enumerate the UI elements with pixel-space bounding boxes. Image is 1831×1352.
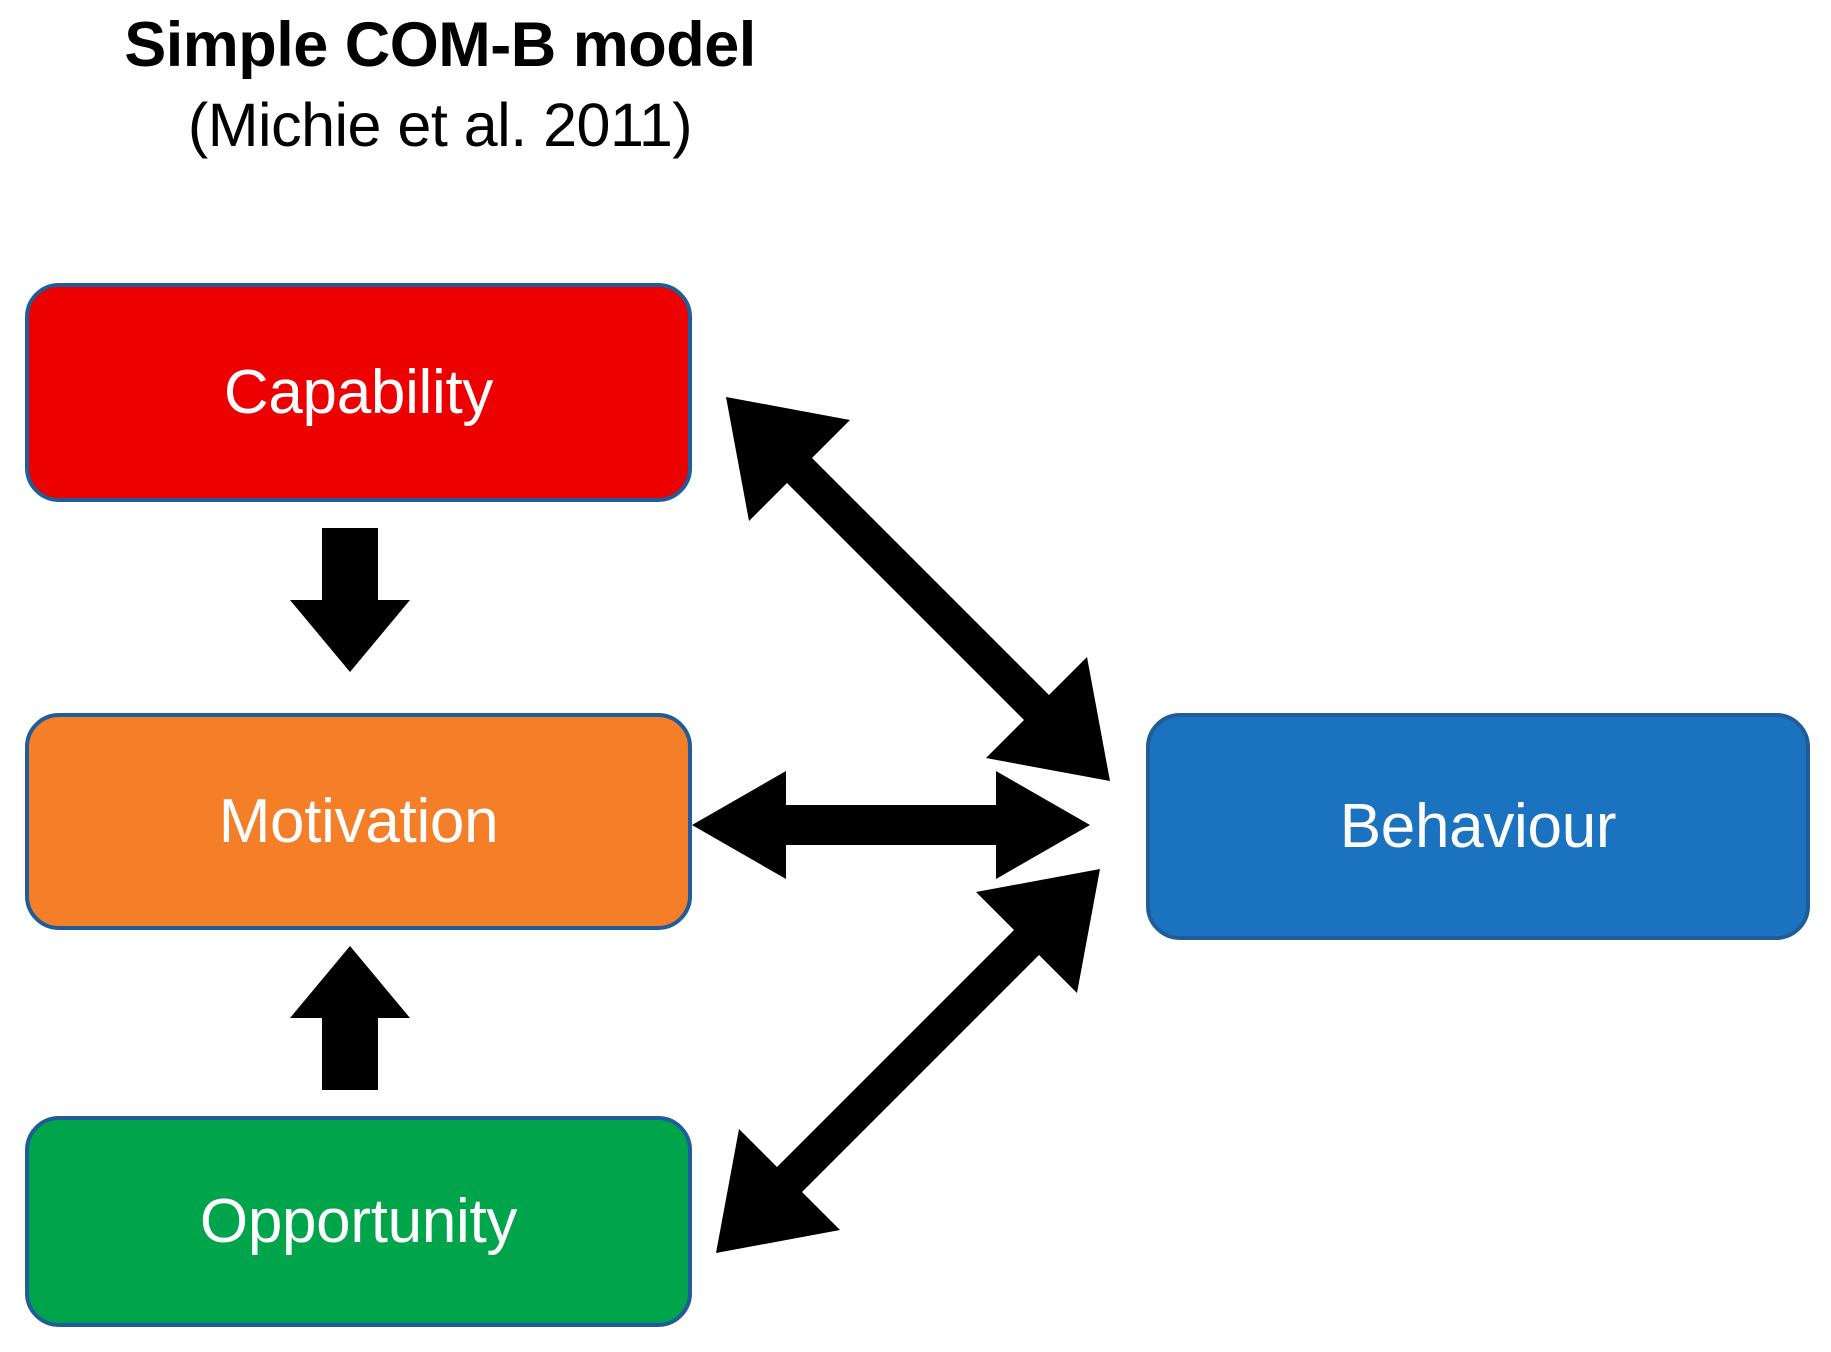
node-motivation[interactable]: Motivation — [25, 713, 692, 930]
arrow-opportunity-behaviour-icon — [716, 869, 1100, 1253]
node-behaviour-label: Behaviour — [1339, 792, 1617, 861]
diagram-title: Simple COM-B model — [124, 10, 756, 80]
node-opportunity-label: Opportunity — [199, 1187, 518, 1256]
arrow-capability-to-motivation-icon — [290, 528, 410, 672]
arrow-opportunity-to-motivation-icon — [290, 946, 410, 1090]
arrow-motivation-behaviour-icon — [692, 771, 1090, 879]
node-opportunity[interactable]: Opportunity — [25, 1116, 692, 1327]
node-motivation-label: Motivation — [218, 787, 499, 856]
node-capability-label: Capability — [223, 358, 494, 427]
diagram-title-block: Simple COM-B model (Michie et al. 2011) — [0, 0, 880, 156]
diagram-citation: (Michie et al. 2011) — [187, 91, 693, 159]
node-behaviour[interactable]: Behaviour — [1146, 713, 1810, 940]
node-capability[interactable]: Capability — [25, 283, 692, 502]
arrow-capability-behaviour-icon — [726, 397, 1110, 781]
